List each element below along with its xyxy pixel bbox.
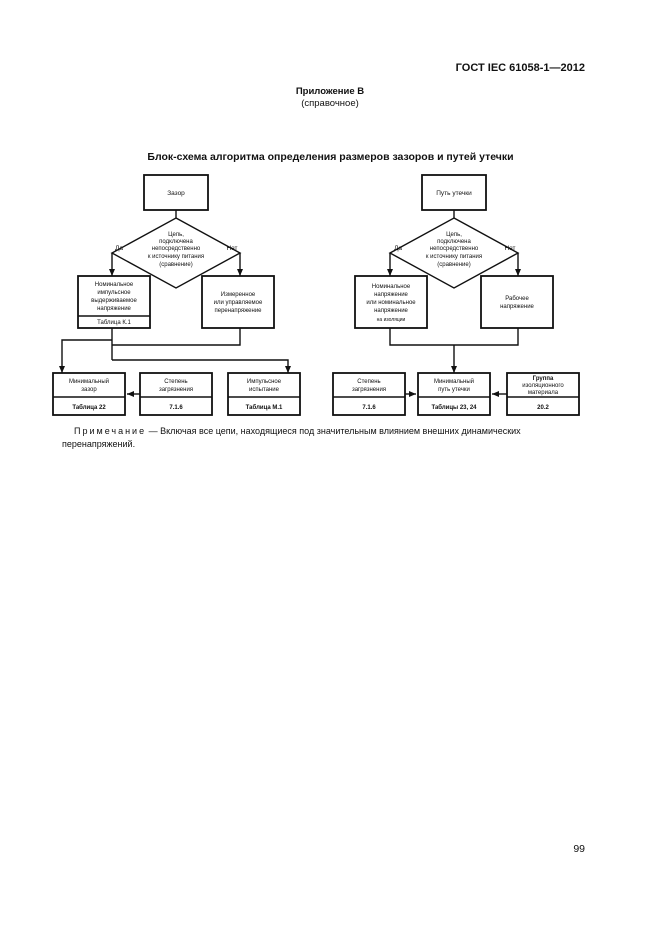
left-box-yes-ref: Таблица К.1 [97,320,131,326]
left-box-no-line: перенапряжение [214,308,262,314]
right-yes-label: Да [394,245,402,252]
right-result-label: Степень [357,379,380,385]
left-decision-line: Цепь, [168,232,184,238]
right-decision-line: (сравнение) [437,262,471,268]
right-result-label: загрязнения [352,387,386,393]
right-box-no-line: напряжение [500,304,534,310]
left-result-label: Импульсное [247,379,282,385]
right-box-yes-line: напряжение [374,292,408,298]
right-decision-line: подключена [437,239,471,245]
right-result-ref: Таблицы 23, 24 [431,404,477,411]
document-code: ГОСТ IEC 61058-1—2012 [455,62,585,74]
left-yes-label: Да [115,245,123,252]
right-no-label: Нет [504,245,515,252]
page-number: 99 [573,843,585,855]
left-decision-diamond [110,217,242,289]
figure-title: Блок-схема алгоритма определения размеро… [147,151,514,163]
left-decision-line: непосредственно [152,246,201,252]
right-box-yes-line: на изоляции [377,317,406,323]
right-result-label: изоляционного [522,383,564,389]
left-result-ref: Таблица 22 [72,404,106,411]
right-box-yes-line: напряжение [374,308,408,314]
left-result-label: загрязнения [159,387,193,393]
left-result-3 [227,372,301,416]
right-start-label: Путь утечки [436,190,472,197]
annex-title: Приложение В [295,86,365,97]
left-box-no-line: Измеренное [221,292,256,298]
right-box-yes-line: или номинальное [366,300,416,306]
left-decision-line: (сравнение) [159,262,193,268]
annex-subtitle: (справочное) [301,98,359,109]
right-result-ref: 20.2 [537,405,549,411]
right-box-no [480,275,554,329]
left-box-yes-line: импульсное [97,290,131,296]
left-result-ref: Таблица М.1 [246,404,283,411]
note-lead: Примечание [74,426,147,436]
left-box-no [201,275,275,329]
note: Примечание — Включая все цепи, находящие… [62,425,584,451]
left-result-label: испытание [249,387,280,393]
left-start-label: Зазор [167,190,185,197]
right-decision-line: непосредственно [430,246,479,252]
left-result-label: Минимальный [69,378,109,385]
right-result-label: Минимальный [434,378,474,385]
right-decision-line: Цепь, [446,232,462,238]
right-decision-line: к источнику питания [426,254,482,260]
right-result-label: Группа [533,376,554,382]
left-box-yes-line: выдерживаемое [91,298,137,304]
left-result-1 [52,372,126,416]
right-box-yes [354,275,428,329]
right-box-no-line: Рабочее [505,296,529,302]
left-decision-line: подключена [159,239,193,245]
left-result-ref: 7.1.6 [169,405,183,411]
note-text: — Включая все цепи, находящиеся под знач… [62,426,521,449]
right-result-ref: 7.1.6 [362,405,376,411]
right-result-label: материала [528,390,559,396]
left-box-yes-line: Номинальное [95,282,134,288]
left-result-label: Степень [164,379,187,385]
left-box-no-line: или управляемое [214,300,263,306]
left-box-yes [77,275,151,329]
left-box-yes-line: напряжение [97,306,131,312]
left-no-label: Нет [226,245,237,252]
left-decision-line: к источнику питания [148,254,204,260]
right-result-label: путь утечки [438,387,470,393]
right-box-yes-line: Номинальное [372,284,411,290]
right-decision-diamond [388,217,520,289]
left-result-label: зазор [81,387,97,393]
